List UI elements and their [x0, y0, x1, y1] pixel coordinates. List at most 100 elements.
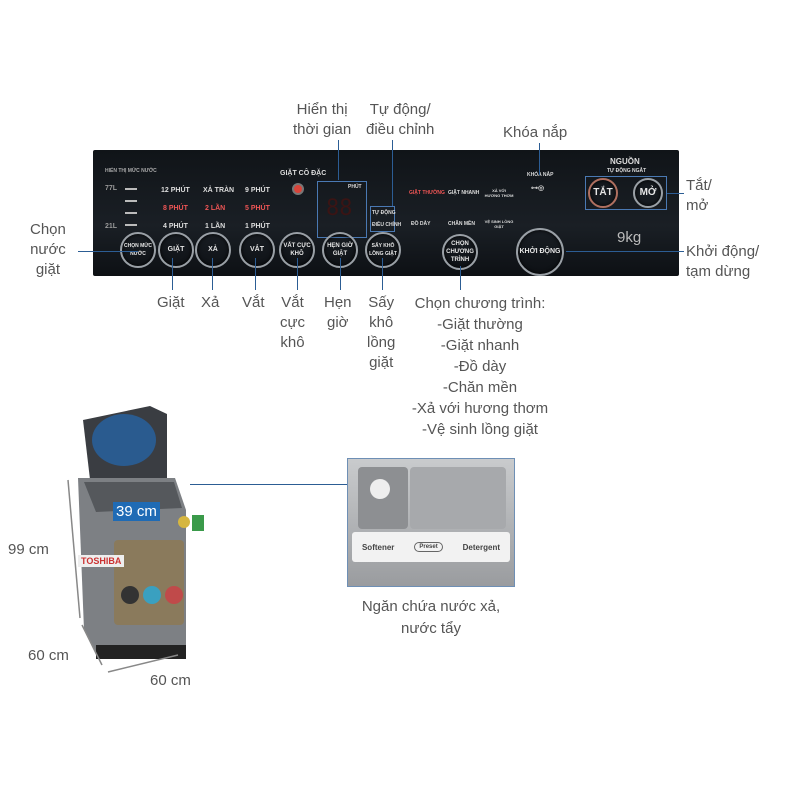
dispenser-label-strip: Softener Preset Detergent	[352, 532, 510, 562]
label-line: nước	[30, 241, 66, 258]
callout-auto-adjust: Tự động/điều chỉnh	[366, 100, 434, 140]
concentrated-indicator-icon	[292, 183, 304, 195]
callout-program: Chọn chương trình: -Giặt thường -Giặt nh…	[400, 293, 560, 440]
label-line: lồng	[367, 334, 396, 351]
front-sticker	[114, 540, 184, 625]
program-tub-clean: VỆ SINH LỒNG GIẶT	[484, 219, 514, 229]
power-subtitle: TỰ ĐỘNG NGẮT	[607, 168, 647, 174]
width-arrow	[107, 654, 179, 673]
detergent-compartment	[410, 467, 506, 529]
spin-9: 9 PHÚT	[245, 187, 270, 194]
energy-badge-icon	[178, 516, 190, 528]
label-line: điều chỉnh	[366, 121, 435, 138]
program-item: -Giặt nhanh	[440, 337, 520, 354]
lock-icon: ⊶◎	[531, 185, 545, 192]
program-heavy: ĐỒ DÀY	[411, 221, 431, 227]
program-button[interactable]: CHỌN CHƯƠNG TRÌNH	[442, 234, 478, 270]
label-line: giờ	[327, 314, 349, 331]
water-level-max: 77L	[105, 185, 118, 192]
callout-line	[78, 251, 138, 252]
tub-diameter-badge: 39 cm	[113, 502, 160, 521]
lid-lock-label: KHÓA NẮP	[527, 172, 554, 178]
water-level-min: 21L	[105, 223, 118, 230]
depth-label: 60 cm	[28, 647, 69, 664]
control-panel: HIỂN THỊ MỨC NƯỚC 77L 21L 12 PHÚT 8 PHÚT…	[93, 150, 679, 276]
display-unit: PHÚT	[348, 184, 362, 190]
label-line: Khởi động/	[686, 243, 760, 260]
callout-tub-dry: Sấy khô lồng giặt	[367, 293, 395, 373]
callout-display-time: Hiển thị thời gian	[293, 100, 351, 140]
label-line: mở	[686, 197, 709, 214]
label-line: giặt	[35, 261, 61, 278]
label-line: khô	[369, 314, 394, 331]
wash-button[interactable]: GIẶT	[158, 232, 194, 268]
preset-label: Preset	[414, 542, 443, 552]
brand-logo: TOSHIBA	[78, 555, 125, 567]
auto-adjust-box: TỰ ĐỘNG ĐIỀU CHỈNH	[370, 206, 401, 232]
spin-5: 5 PHÚT	[245, 205, 270, 212]
program-fragrance: XẢ VỚI HƯƠNG THƠM	[484, 188, 514, 198]
program-title: Chọn chương trình:	[414, 295, 546, 312]
wash-time-12: 12 PHÚT	[161, 187, 190, 194]
label-line: thời gian	[293, 121, 352, 138]
power-title: NGUỒN	[610, 157, 640, 166]
callout-line	[255, 258, 256, 290]
callout-line	[212, 258, 213, 290]
feature-icon	[143, 586, 161, 604]
water-level-title: HIỂN THỊ MỨC NƯỚC	[105, 168, 157, 174]
callout-line	[539, 143, 540, 175]
detergent-label: Detergent	[462, 542, 500, 552]
label-line: Ngăn chứa nước xả,	[361, 598, 501, 615]
spin-button[interactable]: VẮT	[239, 232, 275, 268]
callout-spin: Vắt	[242, 294, 265, 311]
height-label: 99 cm	[8, 541, 49, 558]
softener-label: Softener	[361, 542, 395, 552]
callout-line	[338, 140, 339, 180]
rinse-button[interactable]: XẢ	[195, 232, 231, 268]
green-label-icon	[192, 515, 204, 531]
power-off-button[interactable]: TẮT	[588, 178, 618, 208]
label-line: Hẹn	[324, 294, 352, 311]
height-arrow	[67, 479, 81, 619]
program-item: -Xả với hương thơm	[411, 400, 549, 417]
label-line: Hiển thị	[296, 101, 348, 118]
label-line: Sấy	[368, 294, 395, 311]
width-label: 60 cm	[150, 672, 191, 689]
power-on-button[interactable]: MỞ	[633, 178, 663, 208]
callout-lid-lock: Khóa nắp	[503, 124, 568, 141]
label-line: khô	[280, 334, 305, 351]
callout-line	[172, 258, 173, 290]
label-line: Tự động/	[369, 101, 431, 118]
program-item: -Đồ dày	[453, 358, 507, 375]
program-speed: GIẶT NHANH	[448, 190, 480, 196]
program-regular: GIẶT THƯỜNG	[409, 190, 445, 196]
label-line: Tắt/	[686, 177, 712, 194]
callout-timer: Hẹn giờ	[324, 293, 352, 333]
start-pause-button[interactable]: KHỞI ĐỘNG	[516, 228, 564, 276]
rinse-2: 2 LẦN	[205, 205, 226, 212]
label-line: nước tẩy	[401, 620, 461, 637]
spin-1: 1 PHÚT	[245, 223, 270, 230]
power-box	[585, 176, 667, 210]
callout-wash: Giặt	[157, 294, 185, 311]
label-line: giặt	[369, 354, 394, 371]
feature-icon	[165, 586, 183, 604]
concentrated-label: GIẶT CÔ ĐẶC	[280, 170, 327, 177]
lid-window	[92, 414, 156, 466]
label-line: Vắt	[281, 294, 304, 311]
program-item: -Chăn mền	[442, 379, 518, 396]
dispenser-photo: Softener Preset Detergent	[347, 458, 515, 587]
water-level-bars	[125, 188, 137, 190]
adjust-label: ĐIỀU CHỈNH	[372, 222, 402, 228]
dispenser-caption: Ngăn chứa nước xả, nước tẩy	[351, 596, 511, 640]
time-display: PHÚT 88	[317, 181, 367, 238]
program-item: -Giặt thường	[437, 316, 523, 333]
callout-line	[566, 251, 684, 252]
tub-dry-button[interactable]: SẤY KHÔ LỒNG GIẶT	[365, 232, 401, 268]
program-item: -Vệ sinh lồng giặt	[422, 421, 538, 438]
water-level-button[interactable]: CHỌN MỨC NƯỚC	[120, 232, 156, 268]
callout-start-pause: Khởi động/tạm dừng	[686, 242, 759, 282]
softener-cap-icon	[370, 479, 390, 499]
label-line: tạm dừng	[686, 263, 751, 280]
